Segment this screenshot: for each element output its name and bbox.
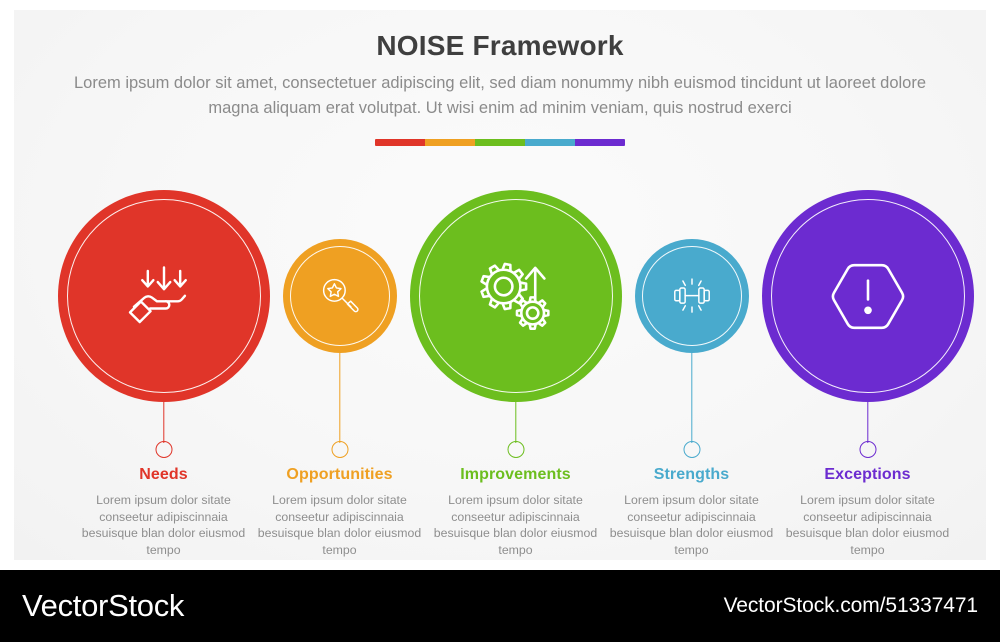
column-body-text: Lorem ipsum dolor sitate conseetur adipi… (257, 493, 422, 557)
column-body-text: Lorem ipsum dolor sitate conseetur adipi… (81, 493, 246, 557)
page-subtitle: Lorem ipsum dolor sit amet, consectetuer… (73, 74, 927, 117)
inner-ring (289, 246, 390, 346)
hexagon-exclamation-icon-wrapper (831, 258, 905, 334)
circle-needs[interactable] (57, 190, 270, 402)
magnifier-star-icon-wrapper (319, 275, 361, 317)
connector-line (514, 402, 517, 443)
artboard: NOISE Framework Lorem ipsum dolor sit am… (14, 10, 986, 560)
column-body-text: Lorem ipsum dolor sitate conseetur adipi… (433, 493, 598, 557)
circle-zone (761, 170, 974, 458)
column-title: Improvements (460, 466, 571, 483)
column-body-text: Lorem ipsum dolor sitate conseetur adipi… (609, 493, 774, 557)
column-title: Strengths (653, 466, 730, 483)
color-divider-bar (375, 139, 625, 146)
hexagon-exclamation-icon (831, 263, 904, 329)
connector-line (690, 353, 693, 443)
connector-line (338, 353, 341, 443)
circle-improvements[interactable] (409, 190, 622, 402)
connector-node (155, 441, 172, 458)
connector-line (162, 402, 165, 443)
column-body-text: Lorem ipsum dolor sitate conseetur adipi… (785, 493, 950, 557)
divider-segment-4 (525, 139, 575, 146)
vectorstock-url: VectorStock.com/51337471 (723, 594, 979, 617)
connector-node (331, 441, 348, 458)
circle-zone (252, 170, 427, 458)
hand-receiving-down-arrows-icon-wrapper (127, 264, 201, 329)
page-title: NOISE Framework (376, 30, 624, 61)
circle-exceptions[interactable] (761, 190, 974, 402)
inner-ring (66, 199, 261, 393)
connector-node (683, 441, 700, 458)
gears-up-arrow-icon-wrapper (479, 260, 553, 332)
circle-opportunities[interactable] (282, 239, 397, 353)
circle-zone (57, 170, 270, 458)
column-title: Needs (139, 466, 188, 483)
connector-line (866, 402, 869, 443)
circle-strengths[interactable] (634, 239, 749, 353)
circle-zone (604, 170, 779, 458)
vectorstock-logo: VectorStock (22, 588, 185, 623)
inner-ring (641, 246, 742, 346)
inner-ring (418, 199, 613, 393)
hand-receiving-down-arrows-icon (128, 265, 187, 323)
divider-segment-2 (425, 139, 475, 146)
circle-zone (409, 170, 622, 458)
magnifier-star-icon (322, 278, 359, 313)
footer-bar: VectorStock VectorStock.com/51337471 (0, 570, 1000, 642)
gears-up-arrow-icon (479, 262, 550, 331)
column-title: Exceptions (824, 466, 911, 483)
column-title: Opportunities (286, 466, 393, 483)
dumbbell-icon-wrapper (671, 276, 713, 315)
connector-node (859, 441, 876, 458)
inner-ring (770, 199, 965, 393)
divider-segment-3 (475, 139, 525, 146)
divider-segment-5 (575, 139, 625, 146)
dumbbell-icon (673, 278, 710, 314)
connector-node (507, 441, 524, 458)
divider-segment-1 (375, 139, 425, 146)
